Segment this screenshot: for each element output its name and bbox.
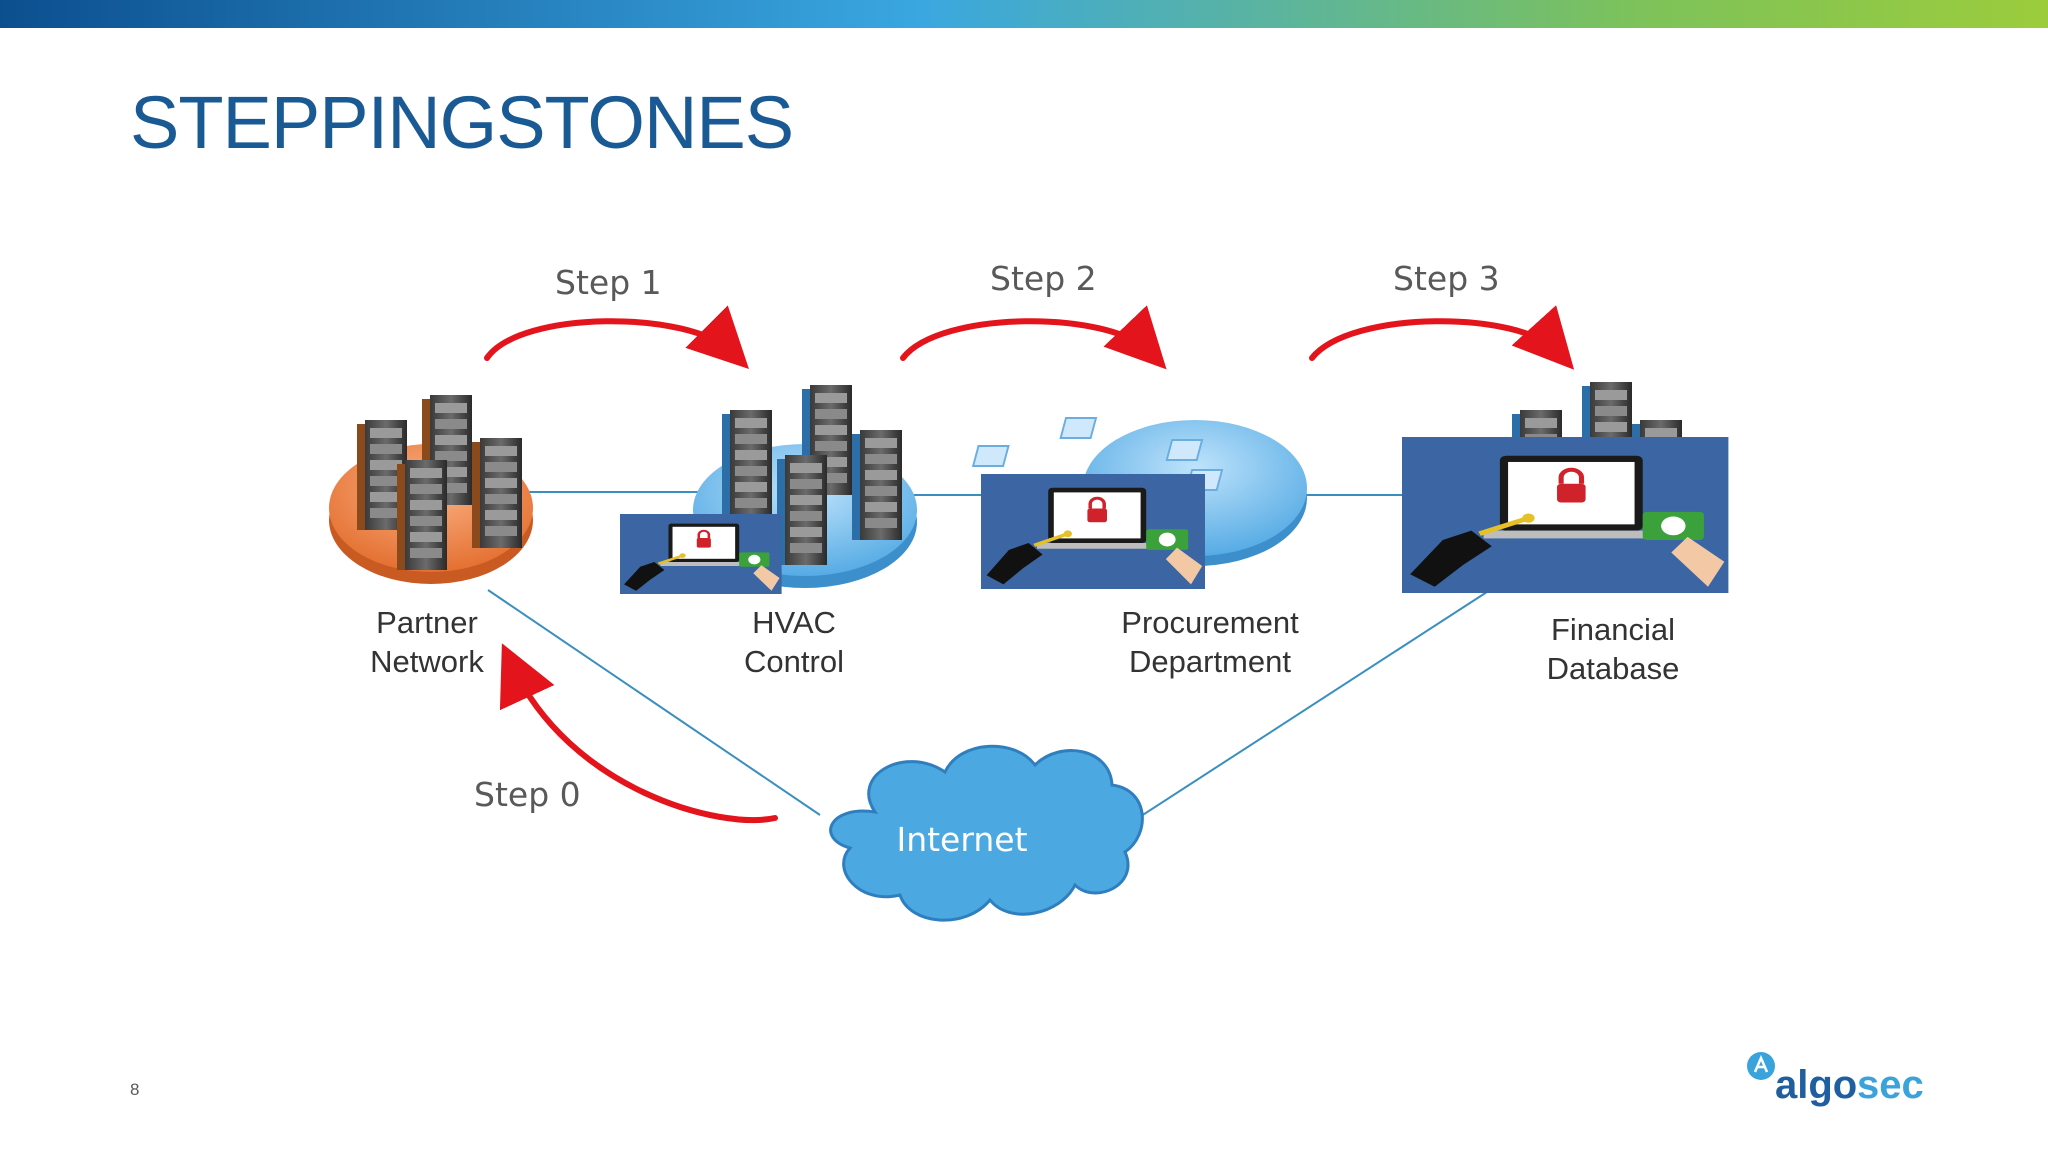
financial-database-node (1402, 382, 1728, 593)
ransomware-image-financial (1402, 437, 1728, 593)
step-0-label: Step 0 (474, 775, 581, 814)
step1-arrow (484, 305, 750, 369)
financial-label-line2: Database (1547, 651, 1680, 686)
step0-arrow (499, 643, 778, 824)
ransomware-image-hvac (618, 512, 784, 596)
page-number: 8 (130, 1080, 140, 1099)
svg-text:algo: algo (1775, 1063, 1857, 1107)
hvac-control-label-line1: HVAC (752, 605, 836, 640)
hvac-control-node (618, 385, 917, 596)
procurement-label-line1: Procurement (1121, 605, 1299, 640)
link-partner-internet (487, 589, 821, 816)
partner-network-node (329, 395, 533, 584)
internet-cloud: Internet (829, 744, 1144, 922)
step-arrows (484, 305, 1575, 824)
link-financial-internet (1134, 589, 1491, 821)
partner-network-label-line1: Partner (376, 605, 478, 640)
top-gradient-bar (0, 0, 2048, 28)
step-3-label: Step 3 (1393, 259, 1500, 298)
internet-label: Internet (896, 820, 1027, 859)
step-2-label: Step 2 (990, 259, 1097, 298)
partner-network-label-line2: Network (370, 644, 484, 679)
step-1-label: Step 1 (555, 263, 662, 302)
connector-lines (487, 491, 1491, 821)
hvac-control-label-line2: Control (744, 644, 844, 679)
slide-title: STEPPINGSTONES (130, 81, 794, 164)
ransomware-image-procurement (981, 474, 1205, 589)
procurement-department-node (971, 417, 1307, 589)
procurement-label-line2: Department (1129, 644, 1291, 679)
step2-arrow (900, 305, 1167, 370)
step3-arrow (1309, 305, 1575, 370)
financial-label-line1: Financial (1551, 612, 1675, 647)
svg-text:sec: sec (1857, 1063, 1924, 1107)
algosec-logo: algo sec (1747, 1052, 1924, 1107)
